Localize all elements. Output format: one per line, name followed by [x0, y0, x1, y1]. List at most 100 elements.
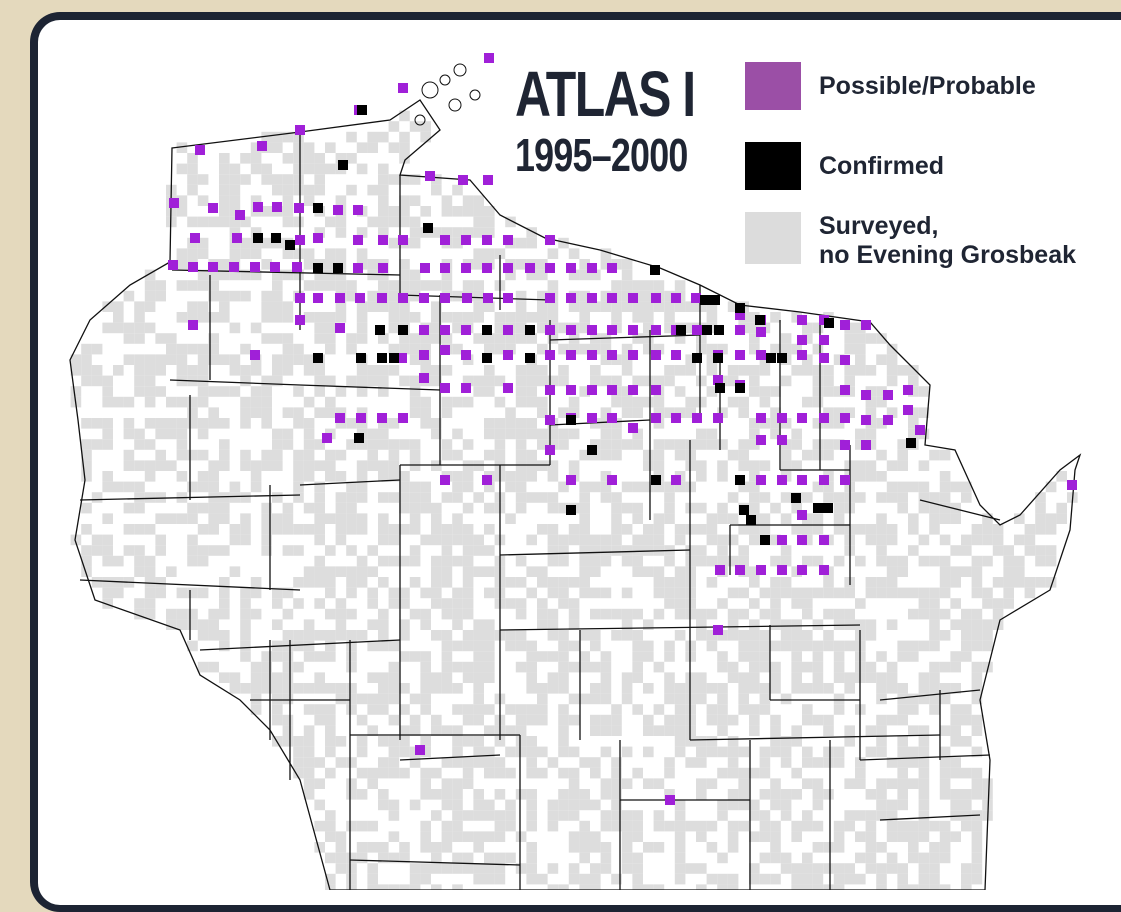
surveyed-block — [929, 683, 940, 694]
surveyed-block — [325, 820, 336, 832]
surveyed-block — [579, 842, 590, 853]
surveyed-block — [240, 343, 251, 355]
surveyed-block — [484, 640, 495, 652]
surveyed-block — [356, 142, 368, 153]
surveyed-block — [526, 714, 537, 726]
surveyed-block — [759, 683, 771, 694]
surveyed-block — [452, 471, 463, 482]
surveyed-block — [939, 513, 951, 524]
surveyed-block — [780, 757, 792, 768]
possible-record — [335, 293, 345, 303]
possible-record — [777, 475, 787, 485]
surveyed-block — [420, 396, 431, 408]
surveyed-block — [632, 280, 643, 291]
surveyed-block — [399, 280, 410, 291]
surveyed-block — [91, 545, 103, 556]
surveyed-block — [473, 704, 484, 715]
surveyed-block — [431, 524, 442, 535]
surveyed-block — [770, 577, 781, 588]
surveyed-block — [547, 280, 559, 291]
surveyed-block — [303, 312, 315, 323]
surveyed-block — [325, 630, 336, 641]
surveyed-block — [123, 354, 135, 365]
surveyed-block — [897, 704, 908, 715]
surveyed-block — [632, 704, 643, 715]
surveyed-block — [378, 767, 389, 779]
confirmed-record — [313, 353, 323, 363]
surveyed-block — [282, 206, 294, 217]
surveyed-block — [950, 767, 961, 779]
surveyed-block — [505, 820, 516, 832]
surveyed-block — [823, 842, 834, 853]
surveyed-block — [759, 630, 771, 641]
surveyed-block — [187, 174, 198, 185]
surveyed-block — [240, 269, 251, 281]
surveyed-block — [992, 598, 1004, 609]
confirmed-record — [755, 315, 765, 325]
surveyed-block — [568, 598, 580, 609]
surveyed-block — [590, 661, 601, 673]
surveyed-block — [812, 555, 824, 567]
surveyed-block — [759, 396, 771, 408]
surveyed-block — [303, 778, 315, 789]
surveyed-block — [325, 322, 336, 334]
surveyed-block — [876, 693, 887, 705]
surveyed-block — [791, 736, 802, 747]
surveyed-block — [420, 131, 431, 143]
surveyed-block — [123, 449, 135, 461]
surveyed-block — [674, 725, 686, 736]
surveyed-block — [696, 619, 707, 630]
possible-record — [797, 350, 807, 360]
surveyed-block — [611, 375, 622, 387]
surveyed-block — [441, 439, 453, 450]
possible-record — [671, 350, 681, 360]
surveyed-block — [155, 333, 166, 344]
surveyed-block — [770, 598, 781, 609]
surveyed-block — [166, 566, 177, 577]
surveyed-block — [929, 852, 940, 864]
surveyed-block — [325, 407, 336, 418]
surveyed-block — [240, 651, 251, 662]
surveyed-block — [1003, 545, 1014, 556]
surveyed-block — [282, 714, 294, 726]
surveyed-block — [547, 524, 559, 535]
possible-record — [566, 325, 576, 335]
confirmed-record — [377, 353, 387, 363]
surveyed-block — [409, 873, 421, 885]
surveyed-block — [674, 799, 686, 811]
surveyed-block — [473, 227, 484, 238]
surveyed-block — [272, 280, 283, 291]
confirmed-record — [715, 383, 725, 393]
surveyed-block — [462, 704, 474, 715]
surveyed-block — [473, 301, 484, 312]
surveyed-block — [717, 513, 728, 524]
surveyed-block — [293, 661, 304, 673]
surveyed-block — [643, 290, 654, 302]
confirmed-record — [253, 233, 263, 243]
surveyed-block — [833, 842, 845, 853]
surveyed-block — [749, 524, 760, 535]
confirmed-record — [389, 353, 399, 363]
surveyed-block — [908, 481, 919, 493]
possible-record — [840, 320, 850, 330]
surveyed-block — [961, 545, 972, 556]
possible-record — [545, 445, 555, 455]
surveyed-block — [102, 534, 113, 546]
surveyed-block — [802, 661, 813, 673]
surveyed-block — [367, 142, 378, 153]
surveyed-block — [144, 269, 156, 281]
surveyed-block — [219, 630, 230, 641]
surveyed-block — [802, 396, 813, 408]
surveyed-block — [812, 863, 824, 874]
surveyed-block — [971, 852, 983, 864]
surveyed-block — [950, 619, 961, 630]
surveyed-block — [664, 502, 675, 514]
surveyed-block — [325, 704, 336, 715]
surveyed-block — [473, 714, 484, 726]
surveyed-block — [727, 375, 739, 387]
surveyed-block — [388, 810, 400, 821]
surveyed-block — [314, 407, 325, 418]
surveyed-block — [505, 333, 516, 344]
surveyed-block — [303, 767, 315, 779]
surveyed-block — [441, 407, 453, 418]
